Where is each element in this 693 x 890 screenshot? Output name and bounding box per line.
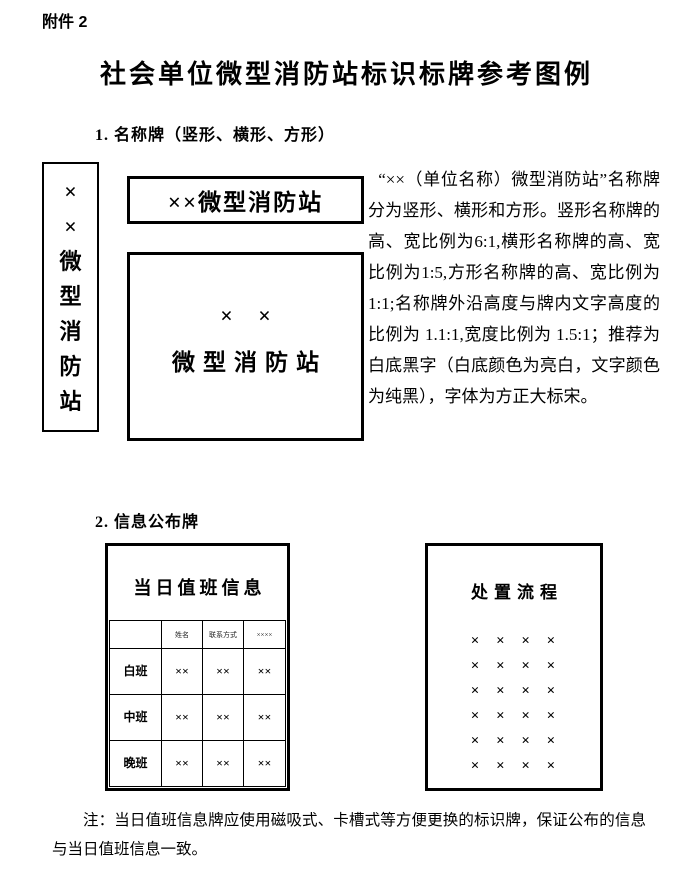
process-line: × × × × <box>470 758 558 774</box>
duty-header-other: ×××× <box>243 620 286 649</box>
duty-cell: ×× <box>202 694 244 741</box>
square-sign-line2: 微型消防站 <box>172 349 327 375</box>
duty-row-label: 中班 <box>109 694 162 741</box>
vertical-sign-char: 防 <box>59 354 82 379</box>
duty-table-row: 晚班 ×× ×× ×× <box>109 740 286 787</box>
duty-cell: ×× <box>202 740 244 787</box>
duty-table: 姓名 联系方式 ×××× 白班 ×× ×× ×× 中班 ×× ×× ×× <box>109 620 286 787</box>
vertical-sign-char: 型 <box>59 284 82 309</box>
spec-description: “××（单位名称）微型消防站”名称牌分为竖形、横形和方形。竖形名称牌的高、宽比例… <box>368 170 660 406</box>
duty-cell: ×× <box>243 648 286 695</box>
duty-table-header-row: 姓名 联系方式 ×××× <box>109 620 286 649</box>
footnote: 注：当日值班信息牌应使用磁吸式、卡槽式等方便更换的标识牌，保证公布的信息与当日值… <box>52 812 646 858</box>
duty-table-row: 白班 ×× ×× ×× <box>109 648 286 695</box>
square-sign-line1: × × <box>220 302 281 328</box>
duty-cell: ×× <box>202 648 244 695</box>
duty-header-contact: 联系方式 <box>202 620 244 649</box>
duty-cell: ×× <box>161 740 203 787</box>
section1-heading: 1. 名称牌（竖形、横形、方形） <box>95 127 336 144</box>
process-line: × × × × <box>470 733 558 749</box>
duty-row-label: 晚班 <box>109 740 162 787</box>
duty-info-board: 当日值班信息 姓名 联系方式 ×××× 白班 ×× ×× ×× 中班 ×× <box>105 543 290 791</box>
duty-cell: ×× <box>161 694 203 741</box>
horizontal-sign-label: ××微型消防站 <box>167 190 324 215</box>
duty-table-row: 中班 ×× ×× ×× <box>109 694 286 741</box>
vertical-sign-char: 消 <box>59 319 82 344</box>
vertical-sign-char: × <box>64 179 77 204</box>
vertical-name-sign: × × 微 型 消 防 站 <box>42 162 99 432</box>
process-line: × × × × <box>470 658 558 674</box>
section2-heading: 2. 信息公布牌 <box>95 514 200 531</box>
horizontal-name-sign: ××微型消防站 <box>127 176 364 224</box>
vertical-sign-char: 微 <box>59 249 82 274</box>
process-board-title: 处置流程 <box>471 583 563 602</box>
duty-row-label: 白班 <box>109 648 162 695</box>
process-line: × × × × <box>470 683 558 699</box>
process-line: × × × × <box>470 708 558 724</box>
duty-board-title: 当日值班信息 <box>133 578 266 598</box>
attachment-label: 附件 2 <box>42 14 88 31</box>
page-title: 社会单位微型消防站标识标牌参考图例 <box>99 60 593 89</box>
vertical-sign-char: × <box>64 214 77 239</box>
vertical-sign-char: 站 <box>59 389 82 414</box>
duty-cell: ×× <box>243 694 286 741</box>
process-line: × × × × <box>470 633 558 649</box>
process-board: 处置流程 × × × × × × × × × × × × × × × × × ×… <box>425 543 603 791</box>
process-placeholder-lines: × × × × × × × × × × × × × × × × × × × × … <box>428 629 600 779</box>
duty-header-empty <box>109 620 162 649</box>
square-name-sign: × × 微型消防站 <box>127 252 364 441</box>
duty-cell: ×× <box>243 740 286 787</box>
duty-header-name: 姓名 <box>161 620 203 649</box>
duty-cell: ×× <box>161 648 203 695</box>
